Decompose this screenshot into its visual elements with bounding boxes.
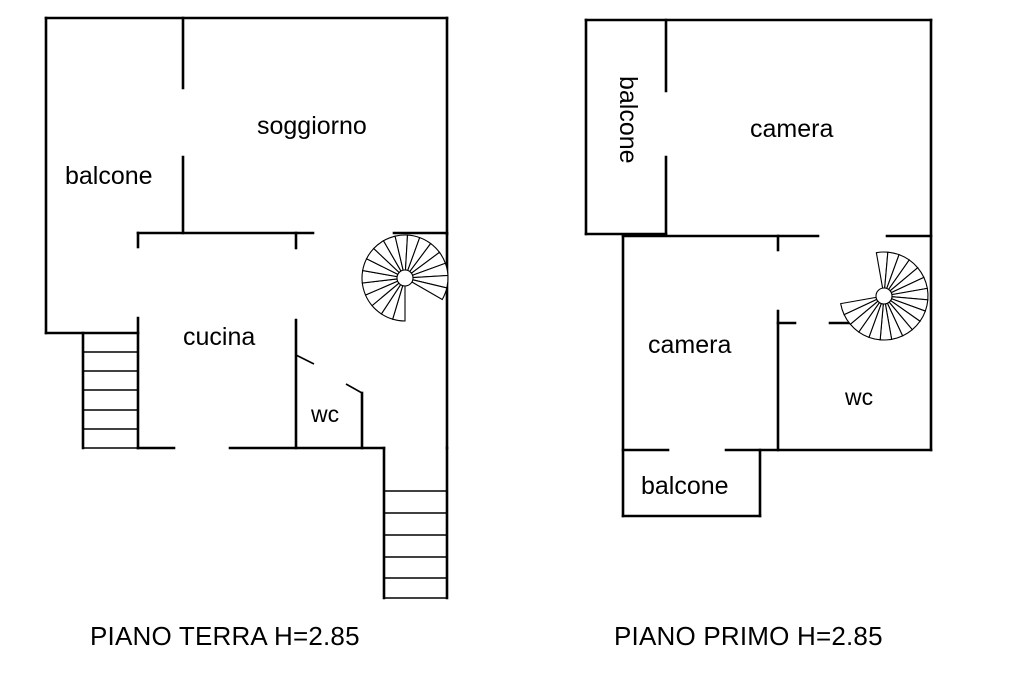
room-label-camera-top: camera [750, 115, 833, 143]
stairs-left [81, 331, 138, 450]
spiral-core [396, 269, 414, 287]
room-label-balcone-side: balcone [614, 76, 642, 164]
first-floor-walls [584, 18, 933, 518]
room-label-camera-left: camera [648, 331, 731, 359]
room-label-soggiorno: soggiorno [257, 112, 367, 140]
room-label-wc-first: wc [844, 384, 873, 410]
room-label-balcone: balcone [65, 162, 153, 190]
spiral-core [875, 287, 893, 305]
room-label-cucina: cucina [183, 323, 255, 351]
ground-floor-walls [44, 16, 449, 600]
first-floor-plan: balcone camera camera wc balcone PIANO P… [584, 18, 933, 651]
first-floor-caption: PIANO PRIMO H=2.85 [614, 621, 883, 651]
room-label-balcone-bottom: balcone [641, 472, 729, 500]
stairs-entrance [384, 446, 449, 600]
spiral-stair-first [840, 251, 929, 341]
spiral-stair-ground [361, 234, 449, 322]
ground-floor-caption: PIANO TERRA H=2.85 [90, 621, 360, 651]
room-label-wc: wc [310, 401, 339, 427]
ground-floor-plan: balcone soggiorno cucina wc PIANO TERRA … [44, 16, 449, 651]
